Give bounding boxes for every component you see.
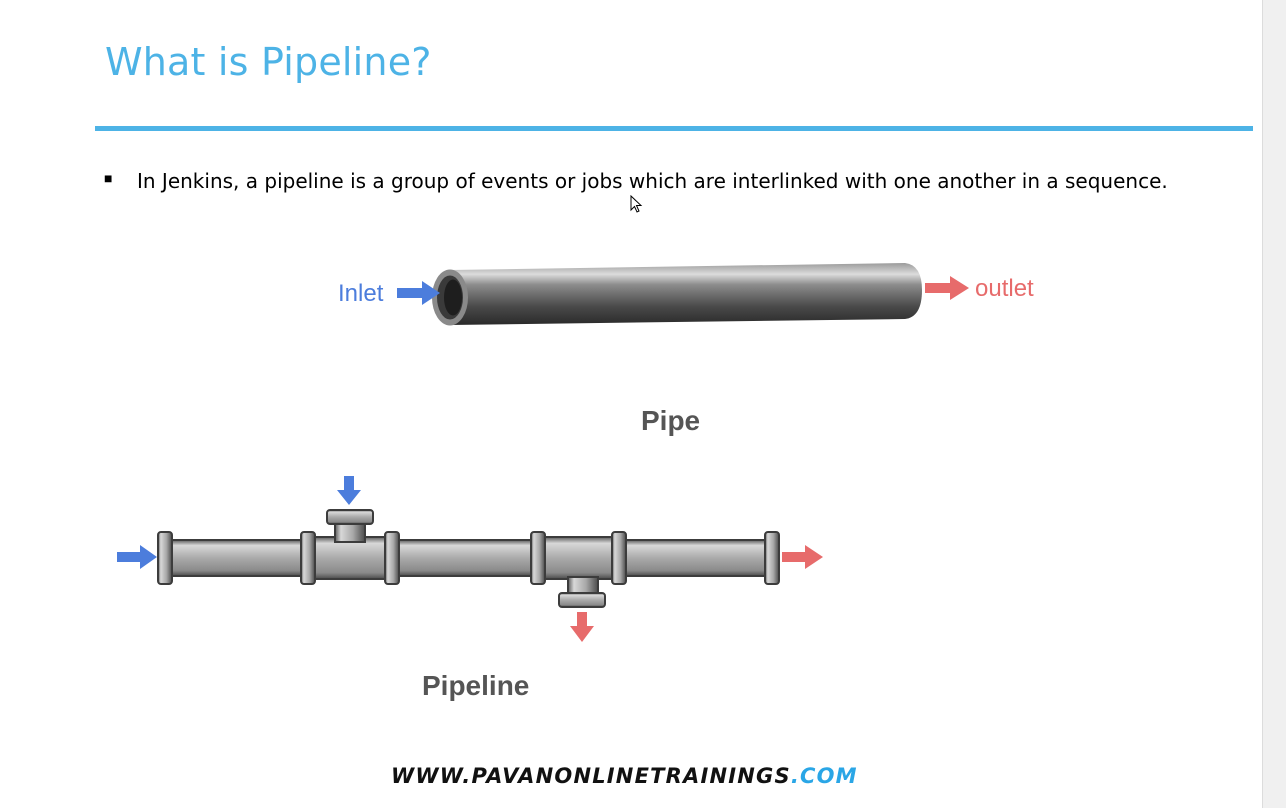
bullet-text: In Jenkins, a pipeline is a group of eve… [137, 169, 1168, 193]
slide-title: What is Pipeline? [105, 40, 432, 84]
pipeline-branch-in-arrow-icon [337, 476, 361, 505]
pipeline-outlet-arrow-icon [782, 545, 823, 569]
pipe-caption: Pipe [641, 405, 701, 436]
title-underline [95, 126, 1253, 131]
mouse-pointer-icon [630, 195, 643, 213]
outlet-label: outlet [975, 275, 1034, 302]
inlet-label: Inlet [338, 280, 384, 307]
window-edge [1262, 0, 1286, 808]
pipe-tube [432, 263, 922, 326]
inlet-arrow-icon [397, 281, 440, 305]
pipeline-assembly [157, 509, 780, 608]
pipeline-branch-out-arrow-icon [570, 612, 594, 642]
bullet-icon: ■ [104, 170, 113, 186]
footer-website: WWW.PAVANONLINETRAININGS.COM [391, 764, 858, 788]
footer-site-tld: .COM [790, 764, 858, 788]
pipeline-inlet-arrow-icon [117, 545, 157, 569]
pipeline-caption: Pipeline [422, 670, 530, 701]
outlet-arrow-icon [925, 276, 969, 300]
footer-site-main: WWW.PAVANONLINETRAININGS [391, 764, 791, 788]
